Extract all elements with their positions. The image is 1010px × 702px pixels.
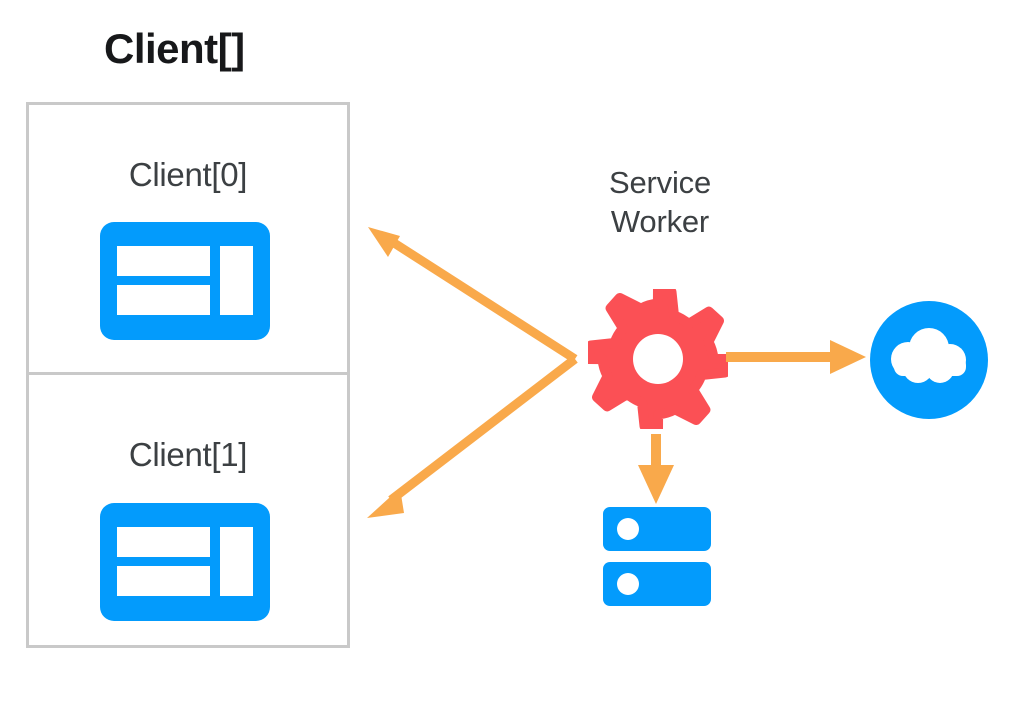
clients-array-container [26,102,350,648]
browser-window-icon [100,503,270,621]
browser-pane-top-left [117,527,210,557]
gear-icon [588,289,728,429]
arrow-sw-to-client0 [368,227,578,363]
server-led-icon [617,573,639,595]
browser-pane-top-left [117,246,210,276]
browser-pane-right [220,246,253,315]
cloud-icon [870,301,988,419]
arrow-sw-to-cloud [726,340,866,374]
arrow-sw-to-client1 [367,355,578,518]
clients-divider [26,372,350,375]
client-0-label: Client[0] [128,156,248,193]
browser-pane-bottom-left [117,285,210,315]
page-title: Client[] [104,25,245,72]
browser-pane-bottom-left [117,566,210,596]
server-bar-bottom [603,562,711,606]
service-worker-label-line1: Service [609,165,711,200]
server-led-icon [617,518,639,540]
browser-window-icon [100,222,270,340]
service-worker-label-line2: Worker [610,203,710,239]
database-server-icon [603,507,711,606]
service-worker-label: Service Worker [565,164,755,242]
server-bar-top [603,507,711,551]
browser-pane-right [220,527,253,596]
arrow-sw-to-storage [638,434,674,504]
client-1-label: Client[1] [128,436,248,473]
